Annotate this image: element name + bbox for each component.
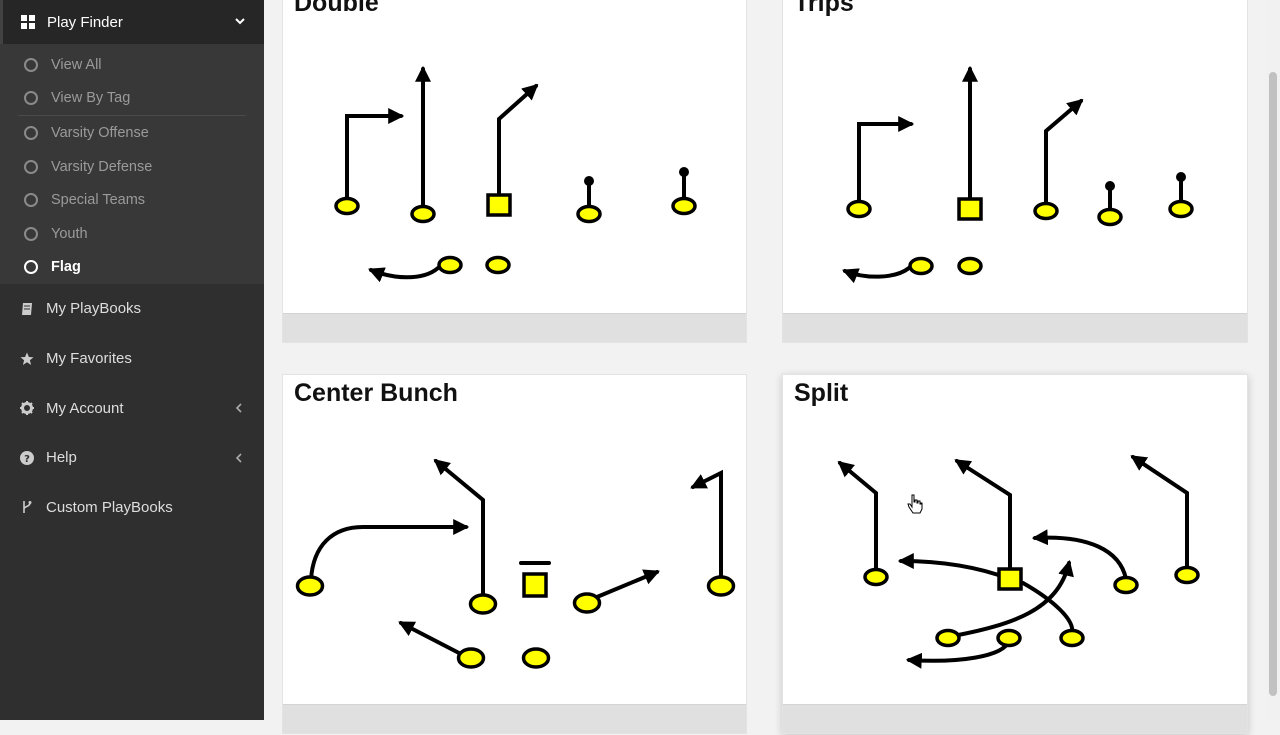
sidebar-item-label: My Account <box>46 399 124 417</box>
submenu-item-youth[interactable]: Youth <box>0 217 264 251</box>
circle-icon <box>24 260 38 275</box>
card-footer <box>283 313 746 342</box>
circle-icon <box>24 91 38 106</box>
sidebar-item-label: My Favorites <box>46 350 132 368</box>
circle-icon <box>24 125 38 140</box>
question-icon: ? <box>20 450 34 465</box>
gear-icon <box>20 401 34 416</box>
circle-icon <box>24 159 38 174</box>
chevron-left-icon <box>234 451 244 468</box>
play-diagram <box>334 65 697 283</box>
card-footer <box>283 704 746 733</box>
submenu-item-varsity-offense[interactable]: Varsity Offense <box>0 116 264 150</box>
divider <box>18 115 246 117</box>
page-scrollbar[interactable] <box>1266 0 1280 720</box>
circle-icon <box>24 57 38 72</box>
submenu-item-view-by-tag[interactable]: View By Tag <box>0 82 264 116</box>
play-diagram <box>842 65 1194 284</box>
play-card-trips[interactable]: Trips <box>782 0 1248 343</box>
play-diagram <box>837 455 1200 669</box>
card-title: Trips <box>794 0 854 17</box>
play-finder-label: Play Finder <box>47 13 123 31</box>
sidebar-item-label: My PlayBooks <box>46 300 142 318</box>
submenu-label: Special Teams <box>51 192 146 209</box>
scrollbar-thumb[interactable] <box>1269 72 1277 696</box>
sidebar-item-my-playbooks[interactable]: My PlayBooks <box>0 284 264 334</box>
sidebar: Play Finder View All View By Tag Varsity… <box>0 0 264 720</box>
play-card-double[interactable]: Double <box>282 0 747 343</box>
sidebar-item-help[interactable]: ? Help <box>0 433 264 483</box>
submenu-item-view-all[interactable]: View All <box>0 48 264 82</box>
svg-text:?: ? <box>24 454 30 465</box>
card-title: Double <box>294 0 379 17</box>
grid-icon <box>21 15 35 29</box>
star-icon <box>20 352 34 366</box>
play-diagram <box>295 458 736 669</box>
submenu-label: Varsity Offense <box>51 124 149 141</box>
submenu-item-varsity-defense[interactable]: Varsity Defense <box>0 150 264 184</box>
submenu-label: Flag <box>51 259 81 276</box>
sidebar-item-my-favorites[interactable]: My Favorites <box>0 334 264 384</box>
submenu-label: Varsity Defense <box>51 158 153 175</box>
chevron-down-icon <box>234 14 246 31</box>
card-footer <box>783 704 1247 733</box>
submenu-label: Youth <box>51 225 88 242</box>
sidebar-item-my-account[interactable]: My Account <box>0 383 264 433</box>
chevron-left-icon <box>234 401 244 418</box>
card-title: Center Bunch <box>294 379 458 407</box>
sidebar-item-custom-playbooks[interactable]: Custom PlayBooks <box>0 483 264 533</box>
submenu-label: View By Tag <box>51 90 131 107</box>
branch-icon <box>20 500 34 514</box>
circle-icon <box>24 193 38 208</box>
sidebar-item-label: Help <box>46 449 77 467</box>
play-card-split[interactable]: Split <box>782 374 1248 734</box>
play-finder-menu[interactable]: Play Finder <box>0 0 264 44</box>
submenu-item-flag[interactable]: Flag <box>0 251 264 285</box>
sidebar-item-label: Custom PlayBooks <box>46 498 173 516</box>
circle-icon <box>24 226 38 241</box>
submenu-item-special-teams[interactable]: Special Teams <box>0 183 264 217</box>
submenu-label: View All <box>51 56 102 73</box>
card-title: Split <box>794 379 849 407</box>
play-finder-submenu: View All View By Tag Varsity Offense Var… <box>0 44 264 285</box>
card-footer <box>783 313 1247 342</box>
play-card-center-bunch[interactable]: Center Bunch <box>282 374 747 734</box>
book-icon <box>20 302 34 316</box>
hand-cursor-icon <box>907 494 923 519</box>
